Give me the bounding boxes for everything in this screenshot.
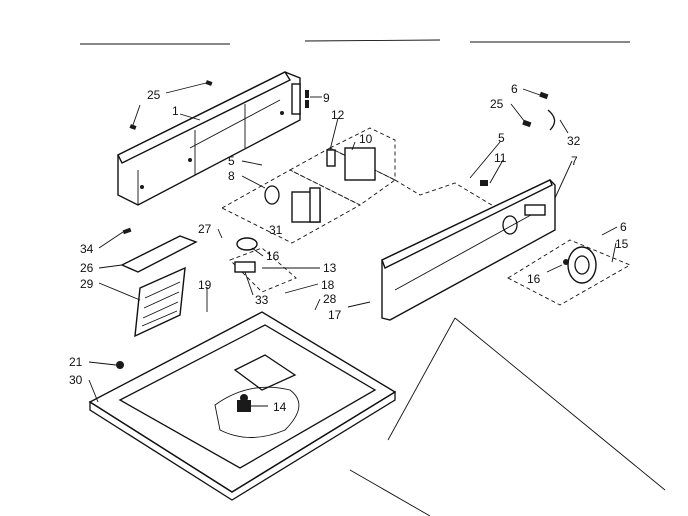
callout-33: 33	[255, 293, 269, 307]
cover-26	[120, 235, 198, 273]
callout-19: 19	[198, 278, 212, 292]
callout-16: 16	[527, 272, 541, 286]
callout-9: 9	[323, 91, 330, 105]
grille-29	[134, 266, 186, 338]
callout-16: 16	[266, 249, 280, 263]
callout-32: 32	[567, 134, 581, 148]
screw-34	[122, 227, 132, 235]
hooks-top-right	[522, 91, 556, 131]
callout-18: 18	[321, 278, 335, 292]
rear-control-panel	[117, 71, 301, 206]
callout-28: 28	[323, 292, 337, 306]
callout-6: 6	[511, 82, 518, 96]
component-assembly	[221, 127, 501, 293]
callout-15: 15	[615, 237, 629, 251]
callout-17: 17	[328, 308, 342, 322]
callout-26: 26	[80, 261, 94, 275]
callout-11: 11	[494, 151, 507, 165]
callout-30: 30	[69, 373, 83, 387]
callout-7: 7	[571, 154, 578, 168]
callout-25: 25	[147, 88, 161, 102]
callout-31: 31	[269, 223, 283, 237]
screws-top-left	[129, 80, 309, 130]
callout-5: 5	[498, 131, 505, 145]
callout-29: 29	[80, 277, 94, 291]
scan-border-lines	[80, 39, 666, 516]
console-panel-7	[381, 179, 556, 321]
callout-25: 25	[490, 97, 504, 111]
callout-12: 12	[331, 108, 345, 122]
callout-21: 21	[69, 355, 83, 369]
callout-27: 27	[198, 222, 212, 236]
timer-knob-15	[507, 239, 632, 306]
callout-34: 34	[80, 242, 94, 256]
callout-14: 14	[273, 400, 287, 414]
callout-5: 5	[228, 154, 235, 168]
leader-lines	[88, 82, 618, 407]
callout-13: 13	[323, 261, 337, 275]
callout-1: 1	[172, 104, 179, 118]
callout-10: 10	[359, 132, 373, 146]
callout-6: 6	[620, 220, 627, 234]
cabinet-top-30	[88, 311, 397, 501]
callout-8: 8	[228, 169, 235, 183]
callout-labels: 25 1 9 12 10 5 8 31 27 16 13 34 26 29 19…	[69, 82, 629, 414]
